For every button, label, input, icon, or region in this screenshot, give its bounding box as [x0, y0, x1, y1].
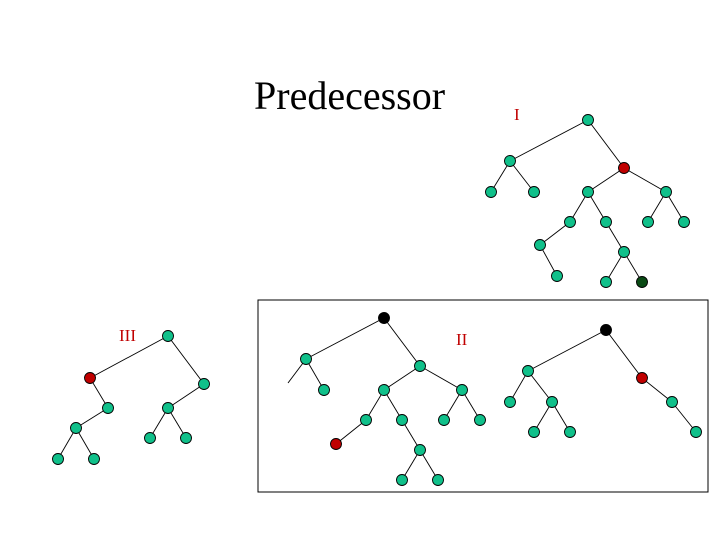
tree-2b-node-g: [528, 426, 540, 438]
tree-1-node-g: [660, 186, 672, 198]
tree-3-edge-c-e: [167, 383, 205, 409]
tree-2-node-l: [414, 444, 426, 456]
tree-1-node-b: [504, 155, 516, 167]
tree-2b-node-i: [690, 426, 702, 438]
tree-1-node-f: [582, 186, 594, 198]
tree-2-node-a: [378, 312, 390, 324]
tree-3-node-i: [52, 453, 64, 465]
tree-2-edge-c-e: [383, 365, 421, 391]
tree-3-node-a: [162, 330, 174, 342]
tree-2b-edge-a-b: [527, 329, 607, 372]
tree-2-edge-a-c: [383, 317, 421, 367]
tree-2b-edge-c-f: [641, 377, 673, 403]
tree-3-node-d: [102, 402, 114, 414]
tree-2b-node-f: [666, 396, 678, 408]
tree-2-node-e: [378, 384, 390, 396]
tree-2-node-n: [432, 474, 444, 486]
tree-3-node-e: [162, 402, 174, 414]
tree-2-node-c: [414, 360, 426, 372]
tree-3-node-h: [180, 432, 192, 444]
tree-1-edge-a-b: [509, 119, 589, 162]
tree-2b-node-d: [504, 396, 516, 408]
label-tree-1: I: [514, 105, 520, 124]
tree-3-node-j: [88, 453, 100, 465]
tree-2-node-j: [474, 414, 486, 426]
label-tree-2: II: [456, 330, 468, 349]
tree-2-edge-b-d: [305, 358, 325, 391]
tree-1-node-o: [600, 276, 612, 288]
tree-2b-node-c: [636, 372, 648, 384]
tree-3-node-c: [198, 378, 210, 390]
tree-1-node-p: [636, 276, 648, 288]
highlight-frame: [257, 299, 709, 493]
tree-2b-edge-a-c: [605, 329, 643, 379]
nodes-layer: [52, 114, 702, 486]
tree-1-node-n: [551, 270, 563, 282]
tree-2-node-d: [318, 384, 330, 396]
tree-2-node-m: [396, 474, 408, 486]
tree-1-edge-a-c: [587, 119, 625, 169]
tree-1-node-h: [564, 216, 576, 228]
tree-1-node-i: [600, 216, 612, 228]
tree-1-node-c: [618, 162, 630, 174]
tree-1-node-a: [582, 114, 594, 126]
tree-2-node-k: [330, 438, 342, 450]
tree-3-edge-d-f: [75, 407, 109, 429]
tree-2b-node-h: [564, 426, 576, 438]
tree-2b-node-b: [522, 365, 534, 377]
tree-3-node-g: [144, 432, 156, 444]
label-tree-3: III: [119, 326, 136, 345]
tree-3-edge-f-i: [57, 427, 77, 460]
tree-1-edge-b-e: [509, 160, 535, 193]
tree-1-edge-c-g: [623, 167, 667, 193]
tree-1-edge-b-d: [490, 160, 511, 193]
tree-1-node-k: [678, 216, 690, 228]
tree-1-node-m: [618, 246, 630, 258]
tree-2-edge-c-f: [419, 365, 463, 391]
tree-2-node-b: [300, 353, 312, 365]
tree-1-node-l: [534, 239, 546, 251]
tree-2-edge-g-k: [335, 419, 367, 445]
tree-2-node-h: [396, 414, 408, 426]
tree-2-node-i: [438, 414, 450, 426]
tree-3-edge-a-c: [167, 335, 205, 385]
tree-2b-node-a: [600, 324, 612, 336]
tree-1-edge-c-f: [587, 167, 625, 193]
tree-3-node-b: [84, 372, 96, 384]
tree-2b-edge-f-i: [671, 401, 697, 433]
tree-2b-edge-b-e: [527, 370, 553, 403]
tree-1-node-d: [485, 186, 497, 198]
tree-3-node-f: [70, 422, 82, 434]
tree-3-edge-f-j: [75, 427, 95, 460]
tree-2-node-g: [360, 414, 372, 426]
page-title: Predecessor: [254, 73, 446, 118]
tree-2b-edge-b-d: [509, 370, 529, 403]
tree-2-edge-a-b: [305, 317, 385, 360]
tree-2-node-f: [456, 384, 468, 396]
tree-1-node-j: [642, 216, 654, 228]
tree-2b-node-e: [546, 396, 558, 408]
tree-1-edge-h-l: [539, 221, 571, 246]
tree-1-node-e: [528, 186, 540, 198]
tree-3-edge-a-b: [89, 335, 169, 379]
